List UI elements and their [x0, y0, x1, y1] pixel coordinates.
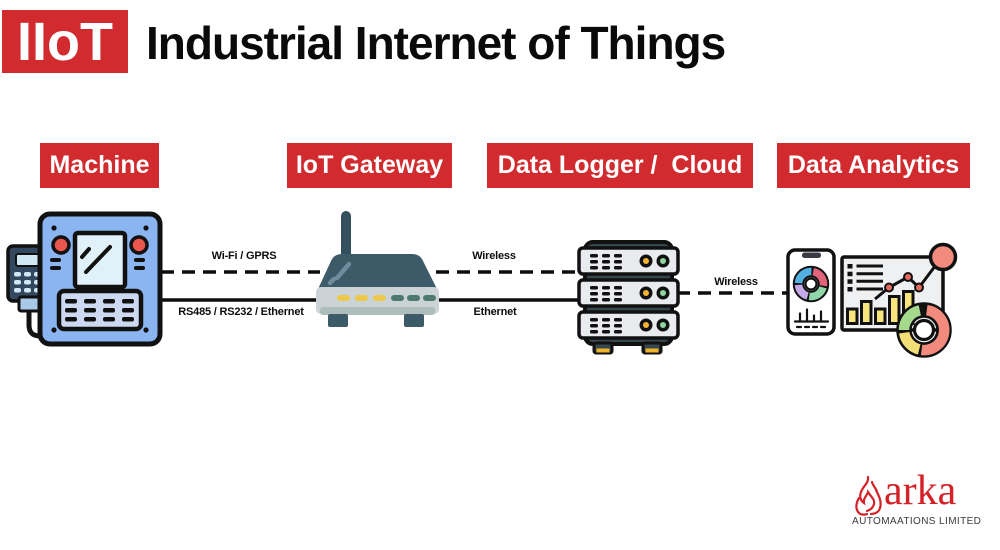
machine-label: Machine	[40, 143, 159, 188]
wireless-label-2: Wireless	[714, 276, 758, 288]
data-logger-label: Data Logger / Cloud	[487, 143, 753, 188]
dashboard-donut-chart	[896, 302, 952, 358]
router-leds	[337, 295, 436, 301]
pendant-keys	[14, 272, 41, 293]
phone-bar-chart	[793, 308, 830, 329]
ethernet-label: Ethernet	[473, 306, 517, 318]
dashboard-list	[847, 264, 883, 292]
connection-lines	[160, 270, 790, 302]
router-base-strip	[320, 307, 435, 315]
router-foot-left	[328, 314, 348, 327]
data-analytics-label: Data Analytics	[777, 143, 970, 188]
server-vents	[590, 254, 622, 334]
analytics-dashboard-icon	[786, 242, 958, 358]
machine-screws	[51, 225, 149, 333]
keypad-keys	[65, 299, 134, 322]
wifi-gprs-label: Wi-Fi / GPRS	[211, 250, 277, 262]
brand-tagline: AUTOMAATIONS LIMITED	[852, 516, 982, 527]
router-foot-right	[404, 314, 424, 327]
page-title: Industrial Internet of Things	[146, 17, 726, 69]
flame-icon	[855, 476, 882, 516]
iot-gateway-router-icon	[316, 211, 439, 327]
machine-button-right	[129, 235, 149, 255]
machine-button-left	[51, 235, 71, 255]
pendant-screen	[15, 253, 41, 267]
iot-gateway-label: IoT Gateway	[287, 143, 452, 188]
router-antenna	[341, 211, 351, 263]
screen-slashes	[80, 245, 112, 274]
server-indicator-lights	[639, 254, 670, 332]
wireless-label-1: Wireless	[472, 250, 516, 262]
server-feet	[592, 341, 663, 355]
machine-side-dashes	[50, 258, 145, 270]
phone-notch	[802, 252, 821, 258]
brand-name: arka	[884, 468, 957, 514]
phone-donut-chart	[792, 265, 830, 303]
iiot-badge: IIoT	[2, 10, 128, 73]
brand-logo: arka AUTOMAATIONS LIMITED	[852, 470, 981, 534]
server-stack-icon	[577, 240, 680, 355]
machine-controller-icon	[6, 211, 163, 347]
router-shine	[327, 261, 352, 286]
dashboard-line-chart	[874, 242, 958, 301]
rs485-label: RS485 / RS232 / Ethernet	[178, 306, 304, 318]
machine-keypad	[56, 288, 144, 332]
